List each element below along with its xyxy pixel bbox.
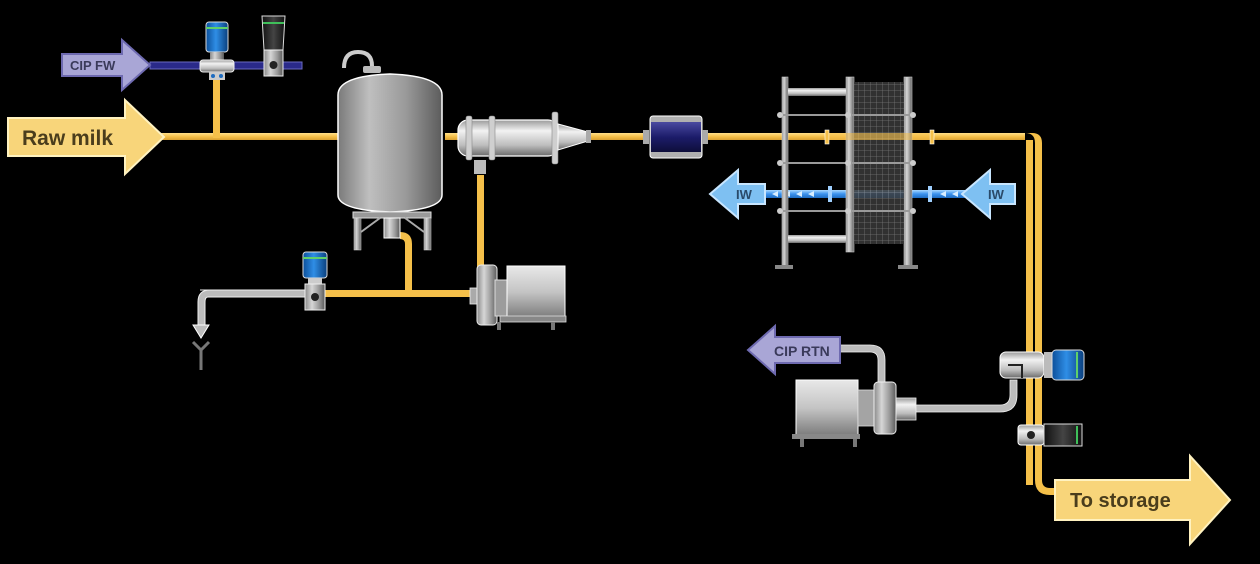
- iw-in-label: IW: [988, 187, 1005, 202]
- raw-milk-pipe: [160, 80, 1060, 495]
- balance-tank[interactable]: [337, 49, 443, 251]
- iw-out-label: IW: [736, 187, 753, 202]
- cip-check-valve[interactable]: [261, 15, 286, 77]
- to-storage-label: To storage: [1070, 490, 1171, 512]
- outlet-valve[interactable]: [1017, 423, 1083, 447]
- drain-valve[interactable]: [302, 251, 328, 311]
- feed-pump[interactable]: [469, 264, 567, 330]
- cip-fw-label: CIP FW: [70, 58, 116, 73]
- cip-rtn-label: CIP RTN: [774, 343, 830, 359]
- plate-heat-exchanger[interactable]: [775, 76, 935, 269]
- to-storage-arrow: To storage: [1054, 453, 1232, 547]
- cip-fw-arrow: CIP FW: [61, 37, 152, 93]
- cip-rtn-arrow: CIP RTN: [746, 323, 841, 377]
- raw-milk-label: Raw milk: [22, 127, 113, 150]
- iw-in-arrow: IW: [960, 167, 1016, 221]
- deaerator-vessel[interactable]: [457, 111, 591, 174]
- divert-valve[interactable]: [999, 349, 1085, 381]
- iw-out-arrow: IW: [708, 167, 766, 221]
- raw-milk-arrow: Raw milk: [7, 97, 166, 177]
- drain-pipe: [191, 289, 306, 370]
- flow-meter[interactable]: [643, 115, 708, 159]
- cip-inlet-valve[interactable]: [199, 21, 235, 80]
- cip-return-pump[interactable]: [792, 379, 917, 447]
